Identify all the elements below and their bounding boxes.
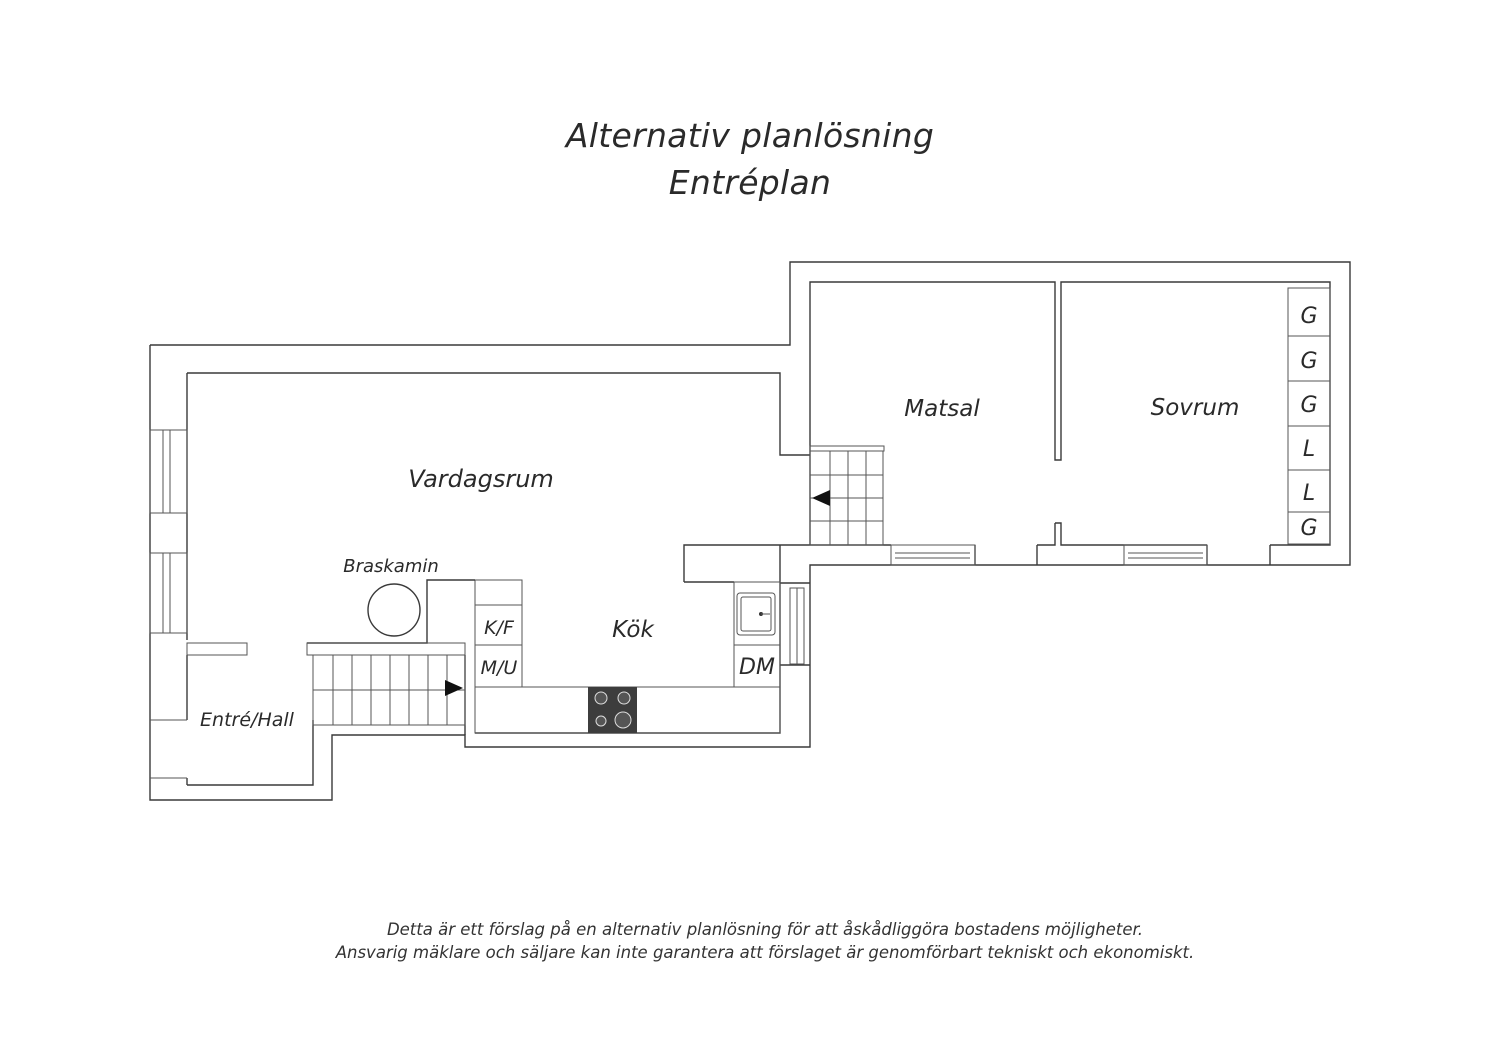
wardrobe-label-3: G [1300, 393, 1317, 418]
outer-walls [149, 261, 1351, 801]
disclaimer-line-2: Ansvarig mäklare och säljare kan inte ga… [335, 943, 1195, 962]
stair-arrow-icon [445, 680, 463, 696]
room-label-matsal: Matsal [904, 396, 980, 422]
window-matsal [890, 544, 976, 566]
fireplace-icon [367, 583, 421, 637]
kitchen-counter-right [733, 581, 781, 688]
title-line-2: Entréplan [668, 163, 832, 202]
label-braskamin: Braskamin [343, 556, 439, 577]
staircase-upper [809, 445, 885, 546]
title-line-1: Alternativ planlösning [565, 116, 935, 155]
disclaimer: Detta är ett förslag på en alternativ pl… [0, 918, 1500, 964]
fireplace-wall [307, 579, 475, 644]
wardrobe-label-4: L [1303, 437, 1315, 462]
sink-icon [736, 592, 776, 636]
wardrobe-label-6: G [1300, 516, 1317, 541]
room-label-sovrum: Sovrum [1151, 395, 1240, 421]
window-kitchen [789, 587, 805, 665]
window-left-upper [149, 429, 188, 514]
stove-icon [588, 687, 637, 733]
window-sovrum [1123, 544, 1208, 566]
wardrobe-column [1287, 287, 1331, 545]
wardrobe-label-1: G [1300, 304, 1317, 329]
room-label-entre-hall: Entré/Hall [200, 709, 295, 731]
wardrobe-label-5: L [1303, 481, 1315, 506]
window-left-lower [149, 552, 188, 634]
room-label-vardagsrum: Vardagsrum [408, 465, 554, 493]
label-kf: K/F [484, 617, 515, 639]
label-mu: M/U [481, 657, 518, 679]
kitchen-counter-left [474, 579, 523, 688]
stair-arrow-icon [812, 490, 830, 506]
wardrobe-label-2: G [1300, 349, 1317, 374]
hall-partition [186, 642, 248, 656]
plan-title: Alternativ planlösning Entréplan [0, 112, 1500, 206]
room-label-kok: Kök [612, 617, 655, 643]
entrance-door [150, 719, 187, 779]
disclaimer-line-1: Detta är ett förslag på en alternativ pl… [386, 920, 1144, 939]
right-wing-walls [809, 281, 1331, 565]
label-dm: DM [739, 655, 775, 680]
staircase-lower [306, 642, 466, 726]
